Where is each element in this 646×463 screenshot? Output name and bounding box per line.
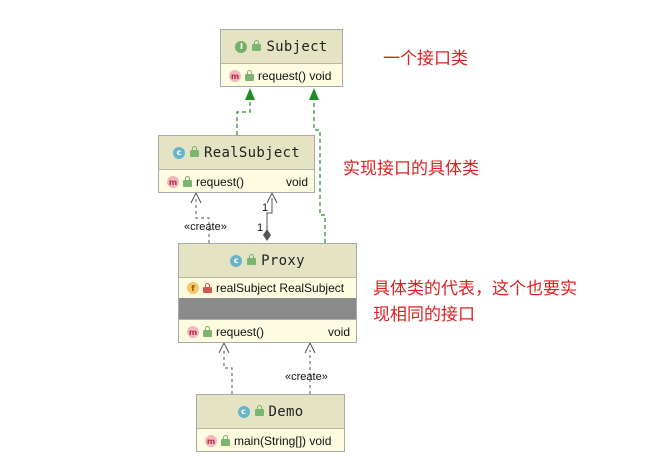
public-lock-icon [183, 175, 192, 187]
static-method-icon: m [205, 435, 217, 447]
method-return-type: void [285, 175, 308, 189]
annotation-proxy-line1: 具体类的代表，这个也要实 [373, 279, 577, 299]
dependency-proxy-creates-realsubject [190, 191, 210, 243]
method-icon: m [167, 176, 179, 188]
public-lock-icon [252, 40, 262, 51]
multiplicity-label: 1 [262, 202, 269, 214]
create-stereotype-label: «create» [184, 221, 227, 233]
create-stereotype-label: «create» [285, 371, 328, 383]
method-icon: m [187, 326, 199, 338]
method-signature: request() [196, 175, 245, 189]
class-icon: c [172, 146, 185, 159]
public-lock-icon [221, 434, 230, 446]
method-signature: main(String[]) void [234, 434, 332, 448]
class-icon: c [230, 254, 243, 267]
annotation-concrete-class: 实现接口的具体类 [343, 159, 479, 179]
class-realsubject-header: c RealSubject [159, 136, 314, 170]
class-realsubject[interactable]: c RealSubject m request() void [158, 135, 315, 193]
field-signature: realSubject RealSubject [216, 281, 345, 295]
public-lock-icon [247, 254, 257, 265]
method-return-type: void [327, 325, 350, 339]
realization-proxy-to-subject [309, 88, 326, 243]
private-lock-icon [203, 282, 212, 293]
interface-icon: I [235, 40, 248, 53]
class-proxy[interactable]: c Proxy f realSubject RealSubject m requ… [178, 243, 357, 343]
method-signature: request() void [258, 69, 332, 83]
class-subject[interactable]: I Subject m request() void [220, 29, 343, 87]
class-name: Demo [268, 403, 304, 420]
realization-realsubject-to-subject [236, 88, 255, 135]
annotation-interface: 一个接口类 [383, 49, 468, 69]
dependency-demo-creates-proxy [304, 341, 316, 394]
class-name: Proxy [261, 252, 305, 269]
method-row[interactable]: m request() void [179, 320, 356, 344]
method-row[interactable]: m request() void [221, 64, 342, 88]
class-name: RealSubject [203, 144, 301, 161]
annotation-proxy-line2: 现相同的接口 [373, 305, 475, 325]
public-lock-icon [189, 146, 199, 157]
public-lock-icon [245, 69, 254, 81]
class-demo-header: c Demo [197, 395, 344, 429]
class-subject-header: I Subject [221, 30, 342, 64]
method-row[interactable]: m main(String[]) void [197, 429, 344, 453]
public-lock-icon [203, 325, 212, 337]
multiplicity-label: 1 [257, 222, 264, 234]
class-proxy-header: c Proxy [179, 244, 356, 278]
method-row[interactable]: m request() void [159, 170, 314, 194]
field-icon: f [187, 282, 199, 294]
class-icon: c [237, 405, 250, 418]
public-lock-icon [254, 405, 264, 416]
field-row[interactable]: f realSubject RealSubject [179, 278, 356, 298]
class-name: Subject [266, 38, 328, 55]
method-signature: request() [216, 325, 265, 339]
class-demo[interactable]: c Demo m main(String[]) void [196, 394, 345, 452]
method-icon: m [229, 70, 241, 82]
section-separator [179, 298, 356, 320]
composition-proxy-realsubject [263, 191, 278, 241]
dependency-demo-to-proxy-left [218, 341, 233, 394]
